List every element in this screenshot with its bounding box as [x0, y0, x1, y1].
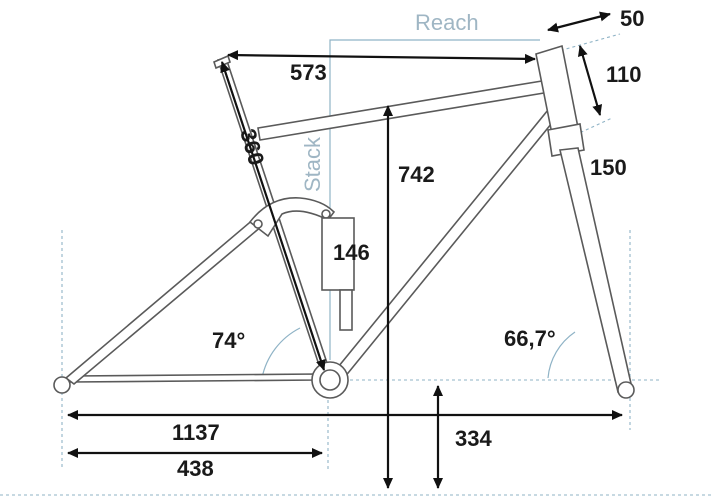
chainstay-tube	[68, 373, 319, 383]
rocker-pivot-2	[321, 209, 331, 219]
head-angle-arc	[547, 331, 576, 379]
head-tube-label: 150	[590, 155, 627, 180]
offset-guide-a	[554, 33, 621, 53]
reach-label: Reach	[415, 10, 479, 35]
bb-height-label: 334	[455, 426, 492, 451]
seat-angle-arc	[261, 327, 301, 379]
dimension-lines	[67, 11, 623, 489]
offset-dim	[547, 11, 611, 33]
stack-label: Stack	[300, 136, 325, 192]
seat-tube-dim	[220, 61, 326, 371]
fork-leg	[559, 147, 633, 393]
stack-height-label: 742	[398, 162, 435, 187]
offset-label: 50	[620, 6, 644, 31]
top-tube-dim	[227, 50, 536, 64]
shock-body	[321, 217, 355, 291]
wheelbase-label: 1137	[172, 420, 220, 445]
headset-stack-label: 110	[606, 62, 642, 87]
rear-dropout	[53, 376, 71, 394]
shock-shaft	[339, 289, 353, 331]
labels: Reach Stack 573 360 742 146 74° 66,7° 15…	[172, 6, 644, 481]
seat-angle-label: 74°	[212, 328, 245, 353]
chainstay-label: 438	[177, 456, 214, 481]
shock-label: 146	[333, 240, 370, 265]
rocker-pivot	[253, 219, 263, 229]
front-dropout	[617, 381, 635, 399]
headset-stack-dim	[577, 45, 603, 116]
top-tube	[257, 79, 551, 141]
bottom-bracket-inner	[319, 369, 341, 391]
top-tube-label: 573	[290, 60, 327, 85]
seatstay-tube	[64, 216, 264, 386]
head-angle-label: 66,7°	[504, 326, 556, 351]
